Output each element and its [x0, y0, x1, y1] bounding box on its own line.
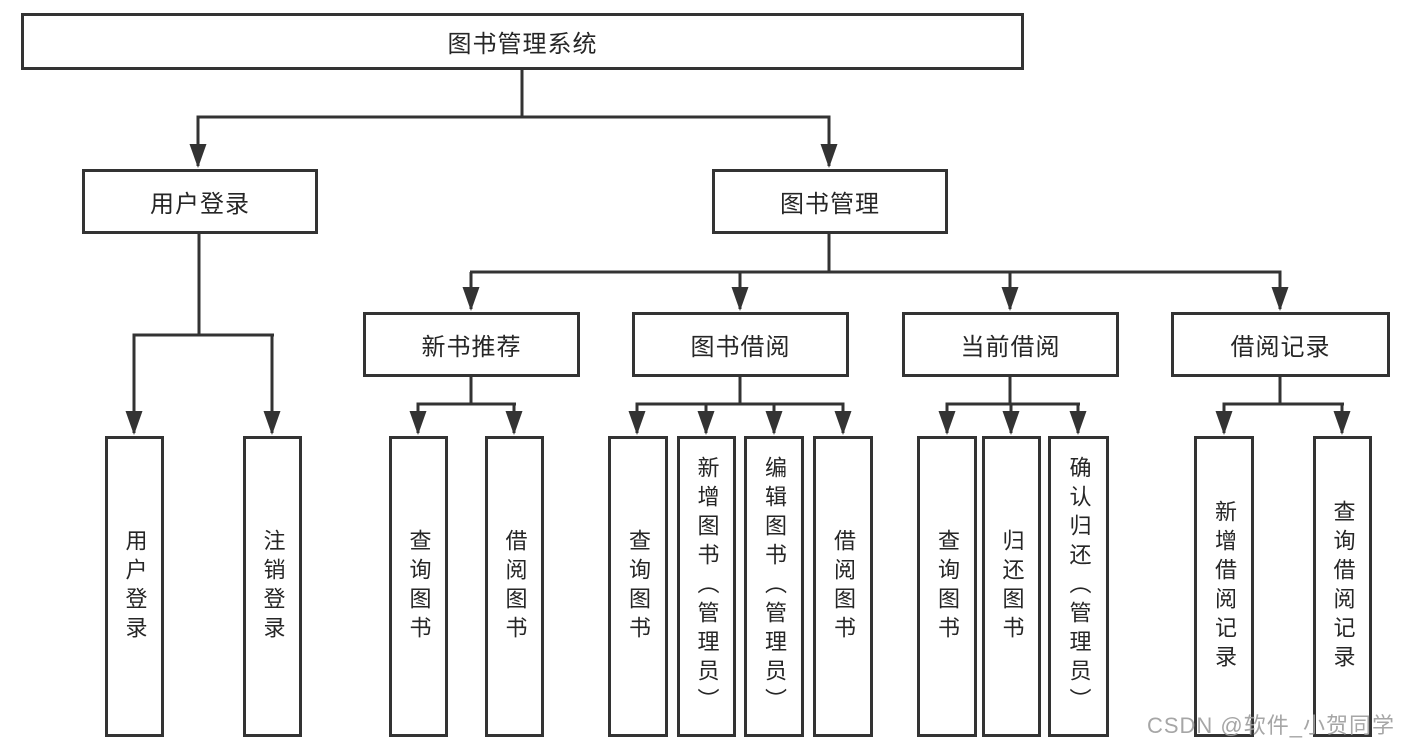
leaf-query-book-current: 查询图书 — [917, 436, 977, 737]
leaf-add-book-admin: 新增图书（管理员） — [677, 436, 736, 737]
node-user-login: 用户登录 — [82, 169, 318, 234]
node-book-borrow: 图书借阅 — [632, 312, 849, 377]
node-borrow-record: 借阅记录 — [1171, 312, 1390, 377]
leaf-confirm-return-admin: 确认归还（管理员） — [1048, 436, 1109, 737]
leaf-borrow-book-recommend: 借阅图书 — [485, 436, 544, 737]
leaf-query-book-borrow: 查询图书 — [608, 436, 668, 737]
leaf-add-borrow-record: 新增借阅记录 — [1194, 436, 1254, 737]
leaf-logout: 注销登录 — [243, 436, 302, 737]
leaf-query-book-recommend: 查询图书 — [389, 436, 448, 737]
leaf-borrow-book: 借阅图书 — [813, 436, 873, 737]
leaf-user-login: 用户登录 — [105, 436, 164, 737]
node-book-management: 图书管理 — [712, 169, 948, 234]
node-root-system: 图书管理系统 — [21, 13, 1024, 70]
node-current-borrow: 当前借阅 — [902, 312, 1119, 377]
node-new-book-recommend: 新书推荐 — [363, 312, 580, 377]
leaf-return-book: 归还图书 — [982, 436, 1041, 737]
csdn-watermark: CSDN @软件_小贺同学 — [1146, 713, 1395, 738]
leaf-edit-book-admin: 编辑图书（管理员） — [744, 436, 804, 737]
leaf-query-borrow-record: 查询借阅记录 — [1313, 436, 1372, 737]
